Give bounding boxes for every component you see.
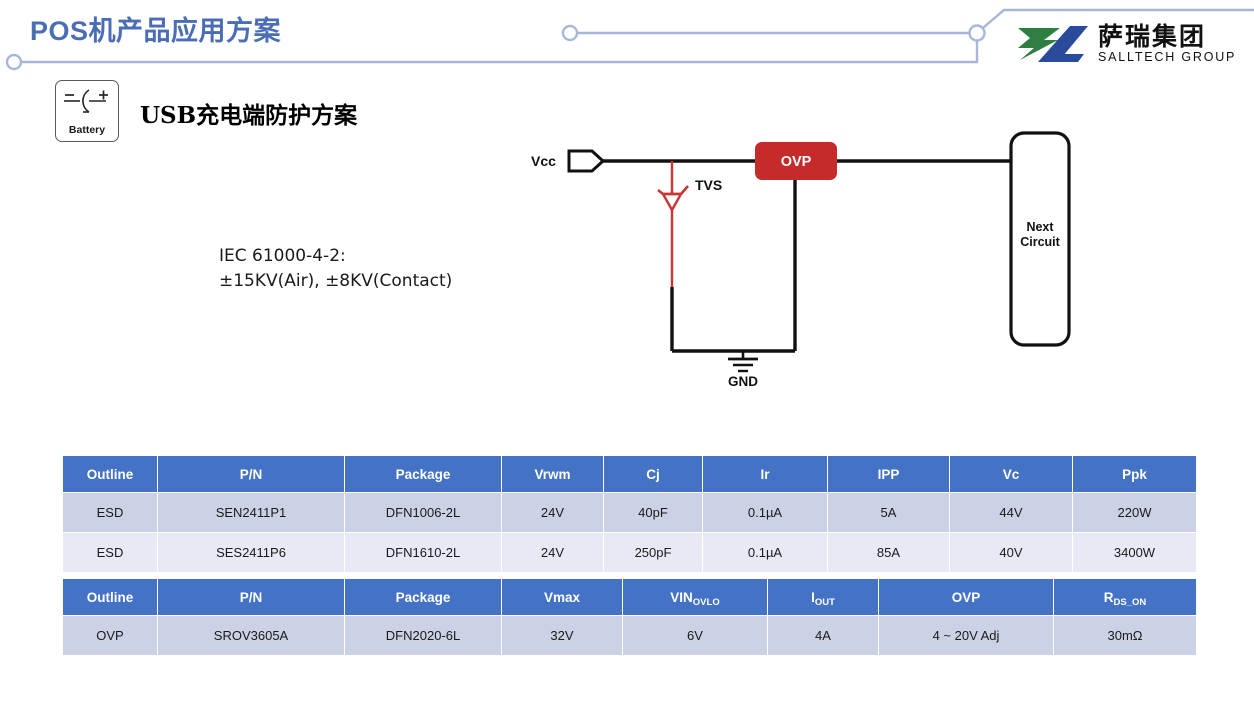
cell-ppk: 220W: [1072, 492, 1197, 533]
section-title: USB充电端防护方案: [140, 102, 358, 129]
column-header-ipp[interactable]: IPP: [827, 455, 950, 493]
column-header-iout[interactable]: IOUT: [767, 578, 879, 616]
rds-subscript: DS_ON: [1113, 596, 1147, 608]
column-header-cj[interactable]: Cj: [603, 455, 703, 493]
column-header-pn[interactable]: P/N: [157, 578, 345, 616]
cell-ipp: 85A: [827, 532, 950, 573]
cell-vin-ovlo: 6V: [622, 615, 768, 656]
column-header-vrwm[interactable]: Vrwm: [501, 455, 604, 493]
next-circuit-label-1: Next: [1026, 220, 1054, 234]
cell-package: DFN1610-2L: [344, 532, 502, 573]
table-row: OVP SROV3605A DFN2020-6L 32V 6V 4A 4 ~ 2…: [62, 615, 1197, 656]
column-header-ppk[interactable]: Ppk: [1072, 455, 1197, 493]
column-header-package[interactable]: Package: [344, 578, 502, 616]
cell-package: DFN1006-2L: [344, 492, 502, 533]
table-header-row: Outline P/N Package Vmax VINOVLO IOUT OV…: [62, 578, 1197, 616]
column-header-vin-ovlo[interactable]: VINOVLO: [622, 578, 768, 616]
column-header-ovp[interactable]: OVP: [878, 578, 1054, 616]
cell-pn: SES2411P6: [157, 532, 345, 573]
deco-node-right: [968, 24, 986, 42]
cell-vmax: 32V: [501, 615, 623, 656]
circuit-diagram: Vcc TVS GND OVP Next Circuit: [531, 131, 1071, 389]
iout-subscript: OUT: [814, 596, 835, 608]
salltech-sl-logo-icon: [1018, 26, 1088, 62]
cell-cj: 250pF: [603, 532, 703, 573]
deco-node-mid: [561, 24, 579, 42]
cell-vc: 40V: [949, 532, 1073, 573]
ovp-label: OVP: [781, 154, 812, 170]
cell-outline: ESD: [62, 492, 158, 533]
brand-name-en: SALLTECH GROUP: [1098, 49, 1237, 64]
ovp-spec-table: Outline P/N Package Vmax VINOVLO IOUT OV…: [62, 578, 1197, 656]
tvs-diode-icon: [657, 185, 689, 213]
cell-vrwm: 24V: [501, 532, 604, 573]
iec-standard-note: IEC 61000-4-2: ±15KV(Air), ±8KV(Contact): [219, 246, 453, 291]
cell-outline: ESD: [62, 532, 158, 573]
cell-vrwm: 24V: [501, 492, 604, 533]
brand-name-cn: 萨瑞集团: [1098, 21, 1207, 51]
table-row: ESD SEN2411P1 DFN1006-2L 24V 40pF 0.1µA …: [62, 492, 1197, 533]
cell-package: DFN2020-6L: [344, 615, 502, 656]
tvs-label: TVS: [695, 177, 722, 193]
cell-ipp: 5A: [827, 492, 950, 533]
cell-pn: SEN2411P1: [157, 492, 345, 533]
column-header-rds-on[interactable]: RDS_ON: [1053, 578, 1197, 616]
ovp-block: OVP: [755, 142, 837, 180]
rds-text: R: [1103, 589, 1114, 605]
cell-iout: 4A: [767, 615, 879, 656]
cell-cj: 40pF: [603, 492, 703, 533]
cell-ir: 0.1µA: [702, 492, 828, 533]
cell-pn: SROV3605A: [157, 615, 345, 656]
battery-symbol-icon: [64, 89, 108, 113]
next-circuit-label-2: Circuit: [1020, 235, 1060, 249]
cell-outline: OVP: [62, 615, 158, 656]
table-row: ESD SES2411P6 DFN1610-2L 24V 250pF 0.1µA…: [62, 532, 1197, 573]
battery-badge: Battery: [55, 80, 119, 142]
vcc-label: Vcc: [531, 153, 556, 169]
table-header-row: Outline P/N Package Vrwm Cj Ir IPP Vc Pp…: [62, 455, 1197, 493]
cell-ppk: 3400W: [1072, 532, 1197, 573]
cell-ir: 0.1µA: [702, 532, 828, 573]
column-header-vc[interactable]: Vc: [949, 455, 1073, 493]
cell-vc: 44V: [949, 492, 1073, 533]
vin-text: VIN: [670, 589, 693, 605]
column-header-pn[interactable]: P/N: [157, 455, 345, 493]
column-header-package[interactable]: Package: [344, 455, 502, 493]
gnd-label: GND: [728, 374, 758, 389]
iout-text: I: [811, 589, 815, 605]
column-header-ir[interactable]: Ir: [702, 455, 828, 493]
page-title: POS机产品应用方案: [30, 16, 282, 46]
deco-node-left: [5, 53, 23, 71]
column-header-outline[interactable]: Outline: [62, 455, 158, 493]
ground-symbol-icon: [728, 351, 758, 373]
brand-text: 萨瑞集团 SALLTECH GROUP: [1098, 21, 1237, 65]
next-circuit-block: Next Circuit: [1009, 131, 1071, 347]
esd-spec-table: Outline P/N Package Vrwm Cj Ir IPP Vc Pp…: [62, 455, 1197, 573]
battery-badge-label: Battery: [68, 124, 106, 136]
cell-ovp: 4 ~ 20V Adj: [878, 615, 1054, 656]
column-header-vmax[interactable]: Vmax: [501, 578, 623, 616]
vcc-connector-icon: [567, 149, 606, 173]
vin-subscript: OVLO: [692, 596, 720, 608]
cell-rds-on: 30mΩ: [1053, 615, 1197, 656]
column-header-outline[interactable]: Outline: [62, 578, 158, 616]
brand-logo: 萨瑞集团 SALLTECH GROUP: [1014, 18, 1246, 70]
